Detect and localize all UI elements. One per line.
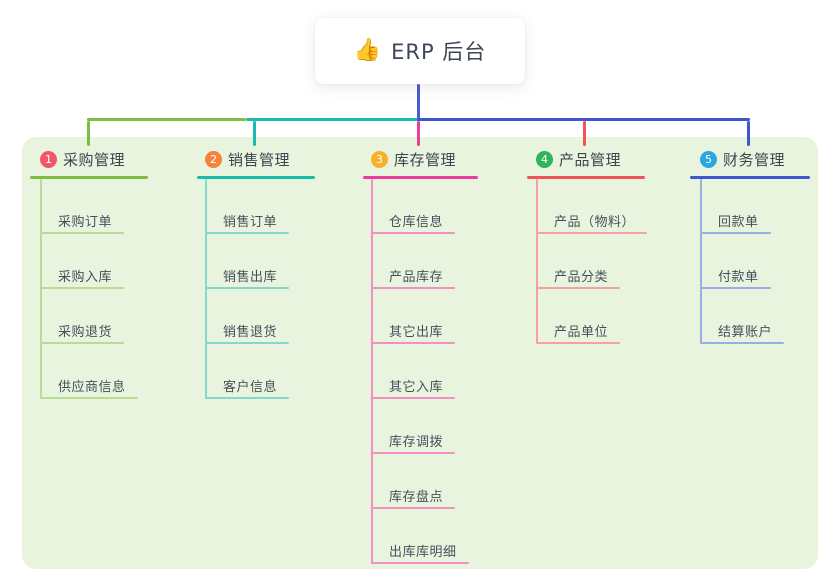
branch-title-underline <box>363 176 478 179</box>
branch-title-underline <box>197 176 315 179</box>
branch-number-badge: 1 <box>40 150 57 168</box>
child-node-label[interactable]: 产品库存 <box>389 270 444 285</box>
child-node-underline <box>205 287 289 289</box>
child-node-label[interactable]: 销售退货 <box>223 325 278 340</box>
branch-number-badge: 3 <box>371 150 388 168</box>
child-node-label[interactable]: 采购订单 <box>58 215 113 230</box>
child-node-underline <box>205 342 289 344</box>
child-node-label[interactable]: 销售出库 <box>223 270 278 285</box>
branch-drop-line <box>417 121 420 146</box>
branch-title-underline <box>690 176 810 179</box>
child-node-underline <box>40 342 124 344</box>
branch-title-label: 财务管理 <box>723 150 786 169</box>
branch-number-badge: 2 <box>205 150 222 168</box>
child-node-underline <box>700 342 784 344</box>
child-node-underline <box>205 232 289 234</box>
bus-line-blue <box>417 118 750 121</box>
branch-title-1[interactable]: 1 采购管理 <box>40 148 125 170</box>
thumbs-up-icon: 👍 <box>353 38 382 63</box>
branch-title-4[interactable]: 4 产品管理 <box>536 148 621 170</box>
bus-line-green <box>87 118 246 121</box>
branch-title-3[interactable]: 3 库存管理 <box>371 148 456 170</box>
child-node-underline <box>205 397 289 399</box>
branch-drop-line <box>583 121 586 146</box>
child-node-label[interactable]: 结算账户 <box>718 325 773 340</box>
child-node-label[interactable]: 采购退货 <box>58 325 113 340</box>
branch-tree-vertical-line <box>205 179 207 399</box>
branch-title-2[interactable]: 2 销售管理 <box>205 148 290 170</box>
child-node-underline <box>371 452 455 454</box>
root-title: ERP 后台 <box>391 40 487 64</box>
child-node-underline <box>371 232 455 234</box>
branch-drop-line <box>747 121 750 146</box>
child-node-label[interactable]: 供应商信息 <box>58 380 126 395</box>
bus-line-teal <box>246 118 419 121</box>
child-node-underline <box>371 562 469 564</box>
branch-drop-line <box>253 121 256 146</box>
child-node-label[interactable]: 产品（物料） <box>554 215 636 230</box>
child-node-underline <box>40 232 124 234</box>
branch-title-label: 库存管理 <box>394 150 457 169</box>
branches-panel <box>22 137 818 569</box>
branch-title-label: 采购管理 <box>63 150 126 169</box>
branch-number-badge: 5 <box>700 150 717 168</box>
branch-drop-line <box>87 121 90 146</box>
child-node-underline <box>536 232 647 234</box>
child-node-label[interactable]: 仓库信息 <box>389 215 444 230</box>
child-node-label[interactable]: 出库库明细 <box>389 545 457 560</box>
branch-number-badge: 4 <box>536 150 553 168</box>
branch-tree-vertical-line <box>40 179 42 399</box>
child-node-label[interactable]: 产品分类 <box>554 270 609 285</box>
root-drop-line <box>417 84 420 121</box>
child-node-underline <box>371 342 455 344</box>
branch-title-underline <box>527 176 645 179</box>
root-node[interactable]: 👍 ERP 后台 <box>315 18 525 84</box>
child-node-label[interactable]: 其它入库 <box>389 380 444 395</box>
child-node-underline <box>371 287 455 289</box>
child-node-underline <box>371 397 455 399</box>
child-node-label[interactable]: 产品单位 <box>554 325 609 340</box>
child-node-label[interactable]: 库存盘点 <box>389 490 444 505</box>
branch-title-5[interactable]: 5 财务管理 <box>700 148 785 170</box>
child-node-label[interactable]: 库存调拨 <box>389 435 444 450</box>
child-node-underline <box>371 507 455 509</box>
child-node-underline <box>536 287 620 289</box>
child-node-underline <box>40 287 124 289</box>
branch-title-label: 销售管理 <box>228 150 291 169</box>
branch-title-label: 产品管理 <box>559 150 622 169</box>
child-node-label[interactable]: 其它出库 <box>389 325 444 340</box>
child-node-label[interactable]: 付款单 <box>718 270 759 285</box>
branch-title-underline <box>30 176 148 179</box>
branch-tree-vertical-line <box>700 179 702 344</box>
child-node-label[interactable]: 采购入库 <box>58 270 113 285</box>
child-node-label[interactable]: 回款单 <box>718 215 759 230</box>
child-node-underline <box>40 397 138 399</box>
branch-tree-vertical-line <box>371 179 373 564</box>
child-node-underline <box>536 342 620 344</box>
child-node-label[interactable]: 销售订单 <box>223 215 278 230</box>
child-node-underline <box>700 232 771 234</box>
child-node-underline <box>700 287 771 289</box>
branch-tree-vertical-line <box>536 179 538 344</box>
child-node-label[interactable]: 客户信息 <box>223 380 278 395</box>
